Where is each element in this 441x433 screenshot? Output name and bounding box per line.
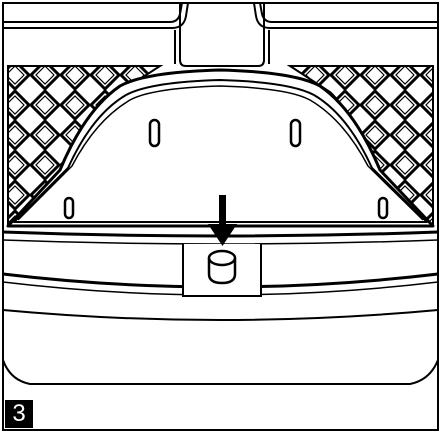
top-trim-panels <box>3 2 438 67</box>
step-number-badge: 3 <box>5 400 33 428</box>
fastener-knob <box>207 249 237 285</box>
floor-mat <box>6 68 435 228</box>
mat-slots <box>63 118 389 220</box>
down-arrow <box>208 195 237 246</box>
